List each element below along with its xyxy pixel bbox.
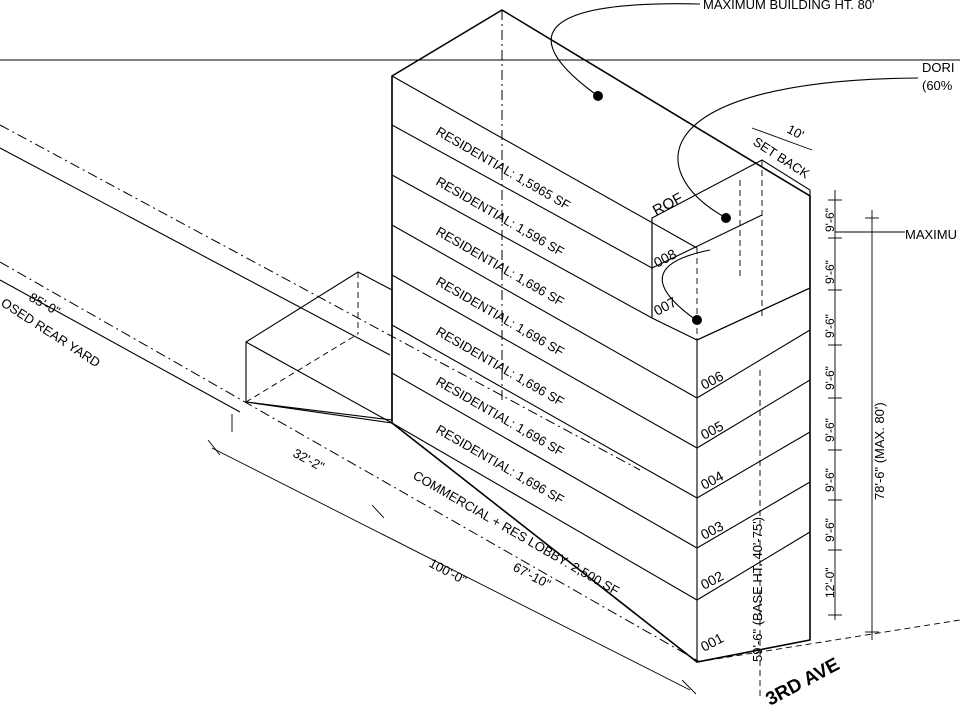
street-name: 3RD AVE xyxy=(762,654,843,710)
setback-label: SET BACK xyxy=(750,134,812,182)
dim-tick-b xyxy=(371,504,385,519)
floor-number-3: 003 xyxy=(698,517,726,542)
rear-yard-dimension-line xyxy=(0,279,241,413)
floor7-leader xyxy=(661,249,711,321)
floor-number-7: 007 xyxy=(651,293,679,318)
floor-number-1: 001 xyxy=(698,629,726,654)
dormer-marker-dot xyxy=(721,213,731,223)
floor-height-3: 9'-6" xyxy=(823,468,837,492)
floor-number-5: 005 xyxy=(698,417,726,442)
max-height-label: MAXIMUM BUILDING HT. 80' xyxy=(703,0,875,12)
floor-number-6: 006 xyxy=(698,367,726,392)
dim-tick-d xyxy=(207,439,221,456)
floor-height-5: 9'-6" xyxy=(823,366,837,390)
rear-wing-hidden xyxy=(245,333,359,403)
frontage-total-dim: 100'-0" xyxy=(427,555,470,587)
setback-floor-line xyxy=(651,214,763,269)
frontage-main-dim: 67'-10" xyxy=(511,559,554,591)
floor-number-labels: 008 007 006 005 004 003 002 001 xyxy=(651,245,726,654)
front-lot-line xyxy=(0,261,701,663)
dim-tick-c xyxy=(681,679,697,695)
roof-label: ROF xyxy=(650,190,686,220)
maximum-right-label: MAXIMU xyxy=(905,227,957,242)
rear-yard-line xyxy=(0,147,391,356)
street-line xyxy=(696,619,960,663)
rear-wing-edge xyxy=(245,341,393,424)
floor-height-4: 9'-6" xyxy=(823,418,837,442)
height-leader xyxy=(550,3,701,97)
setback-block xyxy=(651,159,811,341)
dormer-label-2: (60% xyxy=(922,78,953,93)
floor-height-8: 9'-6" xyxy=(823,208,837,232)
dormer-leader xyxy=(677,77,919,219)
floor-height-6: 9'-6" xyxy=(823,314,837,338)
frontage-rear-dim: 32'-2" xyxy=(291,445,328,474)
floor-height-7: 9'-6" xyxy=(823,260,837,284)
floor-height-1: 12'-0" xyxy=(823,567,837,598)
rear-lot-line xyxy=(0,124,641,471)
dormer-label-1: DORI xyxy=(922,60,955,75)
tower-top-front-edge xyxy=(391,75,698,249)
height-marker-dot xyxy=(593,91,603,101)
floor7-marker-dot xyxy=(692,315,702,325)
floor-height-labels: 12'-0" 9'-6" 9'-6" 9'-6" 9'-6" 9'-6" 9'-… xyxy=(823,208,837,598)
rear-wing-base xyxy=(245,401,393,424)
frontage-dim-line xyxy=(211,447,691,691)
setback-dim-line xyxy=(751,127,813,151)
floor-lines xyxy=(391,124,698,601)
floor-number-4: 004 xyxy=(698,467,726,492)
height-ticks xyxy=(828,199,879,633)
floor-height-2: 9'-6" xyxy=(823,518,837,542)
base-height-dim: 59'-6" (BASE HT. 40'-75') xyxy=(750,517,765,662)
floor-use-8: RESIDENTIAL: 1,5965 SF xyxy=(434,124,574,213)
floor-number-2: 002 xyxy=(698,567,726,592)
setback-value: 10' xyxy=(785,121,807,142)
floor-use-labels: RESIDENTIAL: 1,5965 SF RESIDENTIAL: 1,59… xyxy=(411,124,622,599)
rear-wing-outline xyxy=(245,271,393,421)
total-height-dim: 78'-6" (MAX. 80') xyxy=(872,402,887,500)
